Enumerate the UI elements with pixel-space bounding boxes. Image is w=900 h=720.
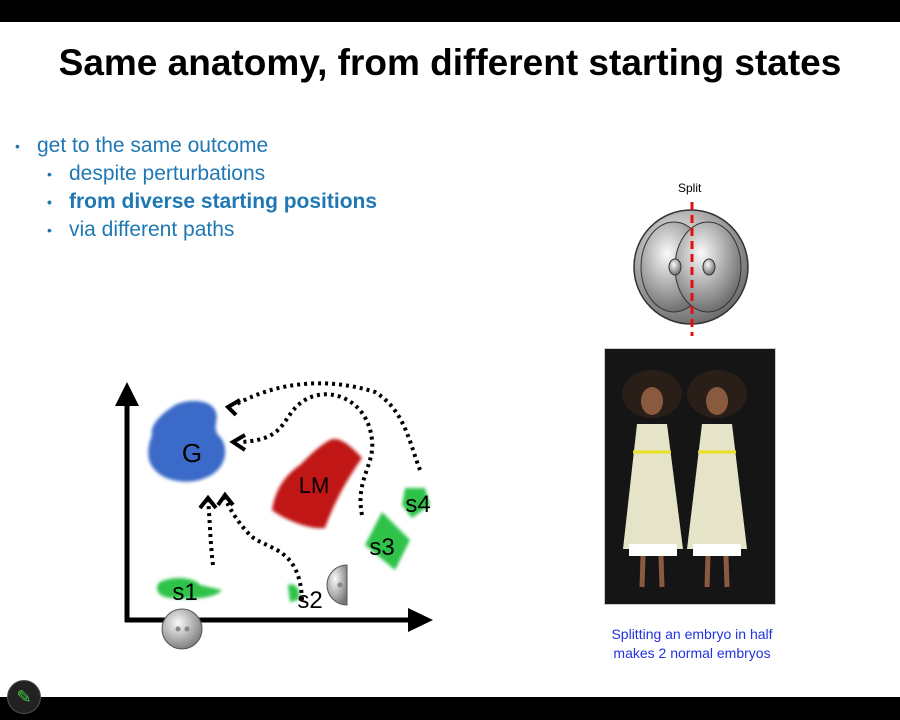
bottom-letterbox <box>0 697 900 720</box>
photo-caption: Splitting an embryo in half makes 2 norm… <box>590 625 794 663</box>
arrowheads <box>198 398 247 510</box>
landscape-diagram: G LM s1 s2 s3 s4 <box>115 381 433 650</box>
trajectory-paths <box>206 381 422 601</box>
bullet-list: •get to the same outcome •despite pertur… <box>15 132 377 244</box>
bullet-item: •despite perturbations <box>47 162 266 185</box>
embryo-icon <box>161 608 203 650</box>
local-minimum-region <box>272 439 362 529</box>
s4-label: s4 <box>405 491 430 518</box>
caption-line: makes 2 normal embryos <box>613 645 771 661</box>
split-label: Split <box>678 181 702 195</box>
bullet-item: •get to the same outcome <box>15 134 269 157</box>
bullet-item: •via different paths <box>47 218 235 241</box>
s3-label: s3 <box>369 534 394 561</box>
top-letterbox <box>0 0 900 22</box>
split-embryo-illustration <box>633 202 749 336</box>
goal-label: G <box>182 438 202 468</box>
twins-figure <box>622 370 747 588</box>
goal-region <box>148 400 226 482</box>
pencil-icon[interactable]: ✎ <box>7 680 41 714</box>
lm-label: LM <box>299 473 330 498</box>
start-regions <box>157 488 430 602</box>
twins-photo <box>604 348 776 605</box>
s1-label: s1 <box>172 579 197 606</box>
caption-line: Splitting an embryo in half <box>611 626 773 642</box>
half-embryo-icon <box>326 564 348 606</box>
slide-title: Same anatomy, from different starting st… <box>58 42 842 83</box>
bullet-item: •from diverse starting positions <box>47 190 378 213</box>
